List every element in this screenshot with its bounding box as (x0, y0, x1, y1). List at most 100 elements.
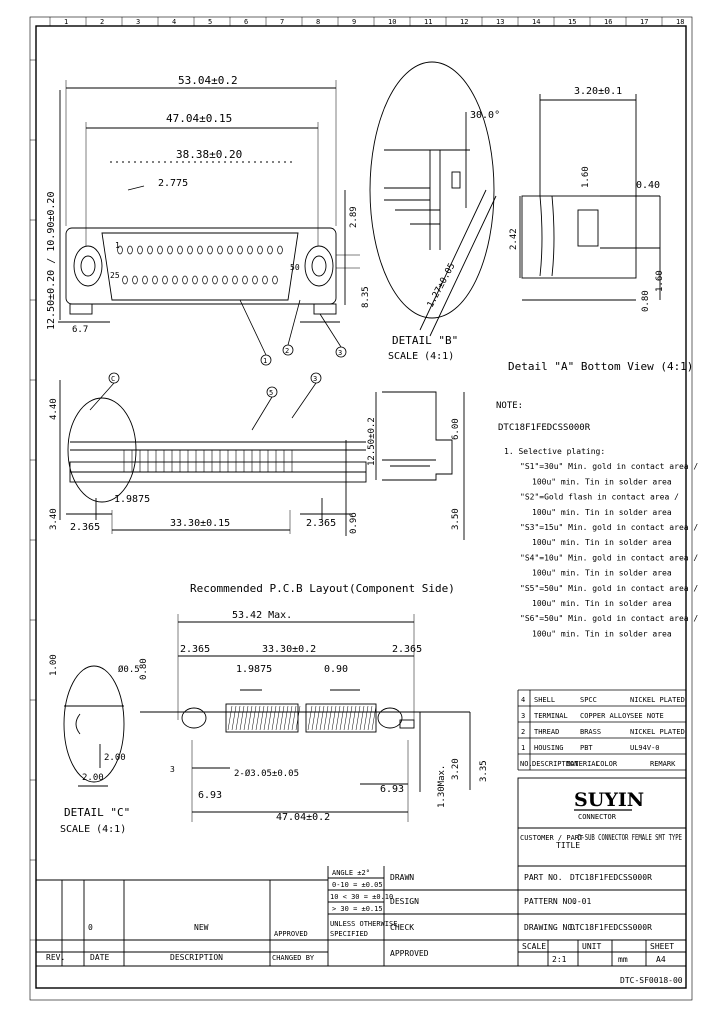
notes-part: DTC18F1FEDCSS000R (498, 423, 591, 433)
company-logo-sub: CONNECTOR (578, 813, 617, 821)
pcb-pad (371, 705, 377, 731)
pcb-pad (251, 705, 257, 731)
dim-shell-width: 38.38±0.20 (176, 148, 242, 161)
pcb-pad (315, 705, 321, 731)
pin-row-2 (122, 275, 278, 285)
drawing-no-label: DRAWING NO. (524, 923, 577, 932)
side-dim-3: 2.365 (70, 522, 100, 533)
side-dim-7: 0.96 (349, 512, 359, 534)
bom-cell: UL94V-0 (630, 744, 660, 752)
pin (217, 245, 223, 255)
pcb-pad (335, 705, 341, 731)
pcb-dim-2: 33.30±0.2 (262, 644, 316, 655)
rev-row-desc: NEW (194, 923, 209, 932)
pcb-pad (347, 705, 353, 731)
detail-c-scale: SCALE (4:1) (60, 824, 126, 835)
pin-label-25: 25 (110, 271, 120, 280)
part-no-label: PART NO. (524, 873, 563, 882)
pin (122, 275, 128, 285)
rev-row-rev: 0 (88, 923, 93, 932)
ruler-label: 17 (640, 18, 648, 26)
dim-flange-width: 47.04±0.15 (166, 112, 232, 125)
dim-bottom-left: 6.7 (72, 325, 88, 335)
detail-b-angle: 30.0° (470, 110, 500, 121)
pcb-pad (283, 705, 289, 731)
pcb-pad (355, 705, 361, 731)
ruler-label: 1 (64, 18, 68, 26)
pcb-pad (227, 705, 233, 731)
pcb-pad (243, 705, 249, 731)
ruler-label: 11 (424, 18, 432, 26)
notes-heading: NOTE: (496, 401, 523, 411)
pcb-pad (367, 705, 373, 731)
callout-5: 5 (269, 389, 273, 397)
ruler-label: 12 (460, 18, 468, 26)
pin (202, 275, 208, 285)
drawn-label: DRAWN (390, 873, 414, 882)
dim-overall-width: 53.04±0.2 (178, 74, 238, 87)
note-line: "S3"=15u" Min. gold in contact area / (520, 523, 698, 532)
pin (162, 275, 168, 285)
bom-cell: COPPER ALLOY (580, 712, 631, 720)
notes-list: 1. Selective plating:"S1"=30u" Min. gold… (504, 447, 698, 638)
detail-a (519, 94, 661, 301)
approved-label: APPROVED (390, 949, 429, 958)
pin (157, 245, 163, 255)
bom-header-cell: MATERIAL (566, 760, 600, 768)
pin (222, 275, 228, 285)
tolerance-1: 0-10 = ±0.05 (332, 881, 383, 889)
drawing-no-value: DTC18F1FEDCSS000R (570, 923, 652, 932)
pcb-layout-title: Recommended P.C.B Layout(Component Side) (190, 582, 455, 595)
bom-cell: THREAD (534, 728, 559, 736)
pcb-pad (343, 705, 349, 731)
pcb-dim-12: 6.93 (380, 784, 404, 795)
drawing-frame (29, 16, 693, 1001)
pin-label-1: 1 (115, 241, 120, 250)
pcb-pad (275, 705, 281, 731)
detail-c (63, 665, 125, 787)
pcb-pad (291, 705, 297, 731)
ruler-label: 3 (136, 18, 140, 26)
top-view-labels: 53.04±0.2 47.04±0.15 38.38±0.20 2.775 1 2… (46, 74, 371, 335)
detail-a-dim-2: 0.40 (636, 180, 660, 191)
side-dim-10: 3.50 (451, 508, 461, 530)
pin (127, 245, 133, 255)
ruler-label: 7 (280, 18, 284, 26)
bom-cell: 4 (521, 696, 525, 704)
pcb-pad (271, 705, 277, 731)
sheet-label: SHEET (650, 942, 674, 951)
detail-b-pitch: 1.27±0.05 (426, 262, 458, 310)
bom-table (517, 689, 686, 771)
callout-c: C (111, 375, 115, 383)
pcb-pad (259, 705, 265, 731)
top-view-callouts (239, 299, 347, 366)
pcb-dim-8: 2.00 (104, 753, 126, 763)
pcb-pad (255, 705, 261, 731)
pcb-pad (339, 705, 345, 731)
pin (177, 245, 183, 255)
pcb-pad (351, 705, 357, 731)
note-line: 100u" min. Tin in solder area (532, 508, 672, 517)
pcb-dim-13: 47.04±0.2 (276, 812, 330, 823)
dim-pin-offset: 2.775 (158, 178, 188, 189)
note-line: 100u" min. Tin in solder area (532, 629, 672, 638)
pcb-pad (295, 705, 301, 731)
pin (167, 245, 173, 255)
pin-row-1 (117, 245, 283, 255)
company-logo: SUYIN (574, 789, 644, 811)
pcb-pad (239, 705, 245, 731)
pcb-pad (267, 705, 273, 731)
detail-b-title: DETAIL "B" (392, 334, 458, 347)
pin (142, 275, 148, 285)
pin-label-50: 50 (290, 263, 300, 272)
bom-header-cell: DESCRIPTION (532, 760, 578, 768)
note-line: 100u" min. Tin in solder area (532, 538, 672, 547)
side-view-callouts (89, 372, 322, 431)
pcb-pad (331, 705, 337, 731)
pin (212, 275, 218, 285)
note-line: 100u" min. Tin in solder area (532, 569, 672, 578)
pcb-layout (140, 614, 471, 822)
side-view (59, 380, 465, 540)
